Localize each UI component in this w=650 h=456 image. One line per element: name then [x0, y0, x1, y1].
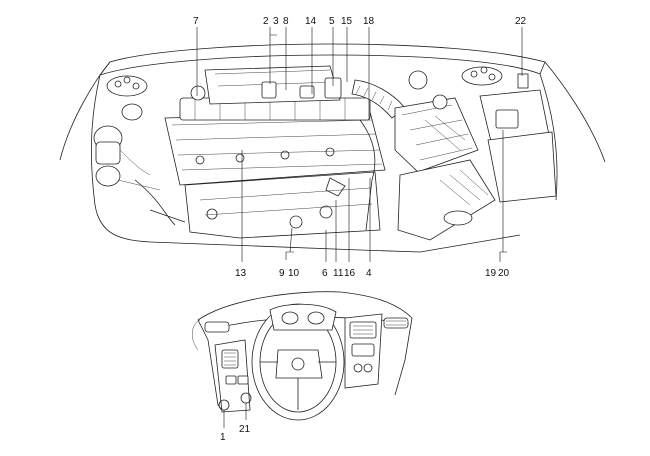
callout-20: 20 — [498, 268, 510, 279]
callout-1: 1 — [220, 432, 226, 443]
callout-2: 2 — [263, 16, 269, 27]
engine-leader-lines — [196, 27, 523, 262]
callout-8: 8 — [283, 16, 289, 27]
callout-22: 22 — [515, 16, 527, 27]
callout-3: 3 — [273, 16, 279, 27]
callout-4: 4 — [366, 268, 372, 279]
callout-21: 21 — [239, 424, 251, 435]
callout-5: 5 — [329, 16, 335, 27]
callout-18: 18 — [363, 16, 375, 27]
callout-15: 15 — [341, 16, 353, 27]
callout-9: 9 — [279, 268, 285, 279]
callout-11: 11 — [333, 268, 344, 279]
dash-leader-lines — [223, 403, 247, 428]
callout-labels: 7 2 3 8 14 5 15 18 22 13 9 10 6 11 16 4 … — [193, 16, 527, 443]
callout-19: 19 — [485, 268, 497, 279]
dashboard-drawing — [192, 291, 413, 421]
callout-16: 16 — [344, 268, 356, 279]
engine-compartment-drawing — [59, 43, 606, 253]
callout-6: 6 — [322, 268, 328, 279]
callout-13: 13 — [235, 268, 247, 279]
callout-7: 7 — [193, 16, 199, 27]
callout-14: 14 — [305, 16, 317, 27]
callout-10: 10 — [288, 268, 300, 279]
